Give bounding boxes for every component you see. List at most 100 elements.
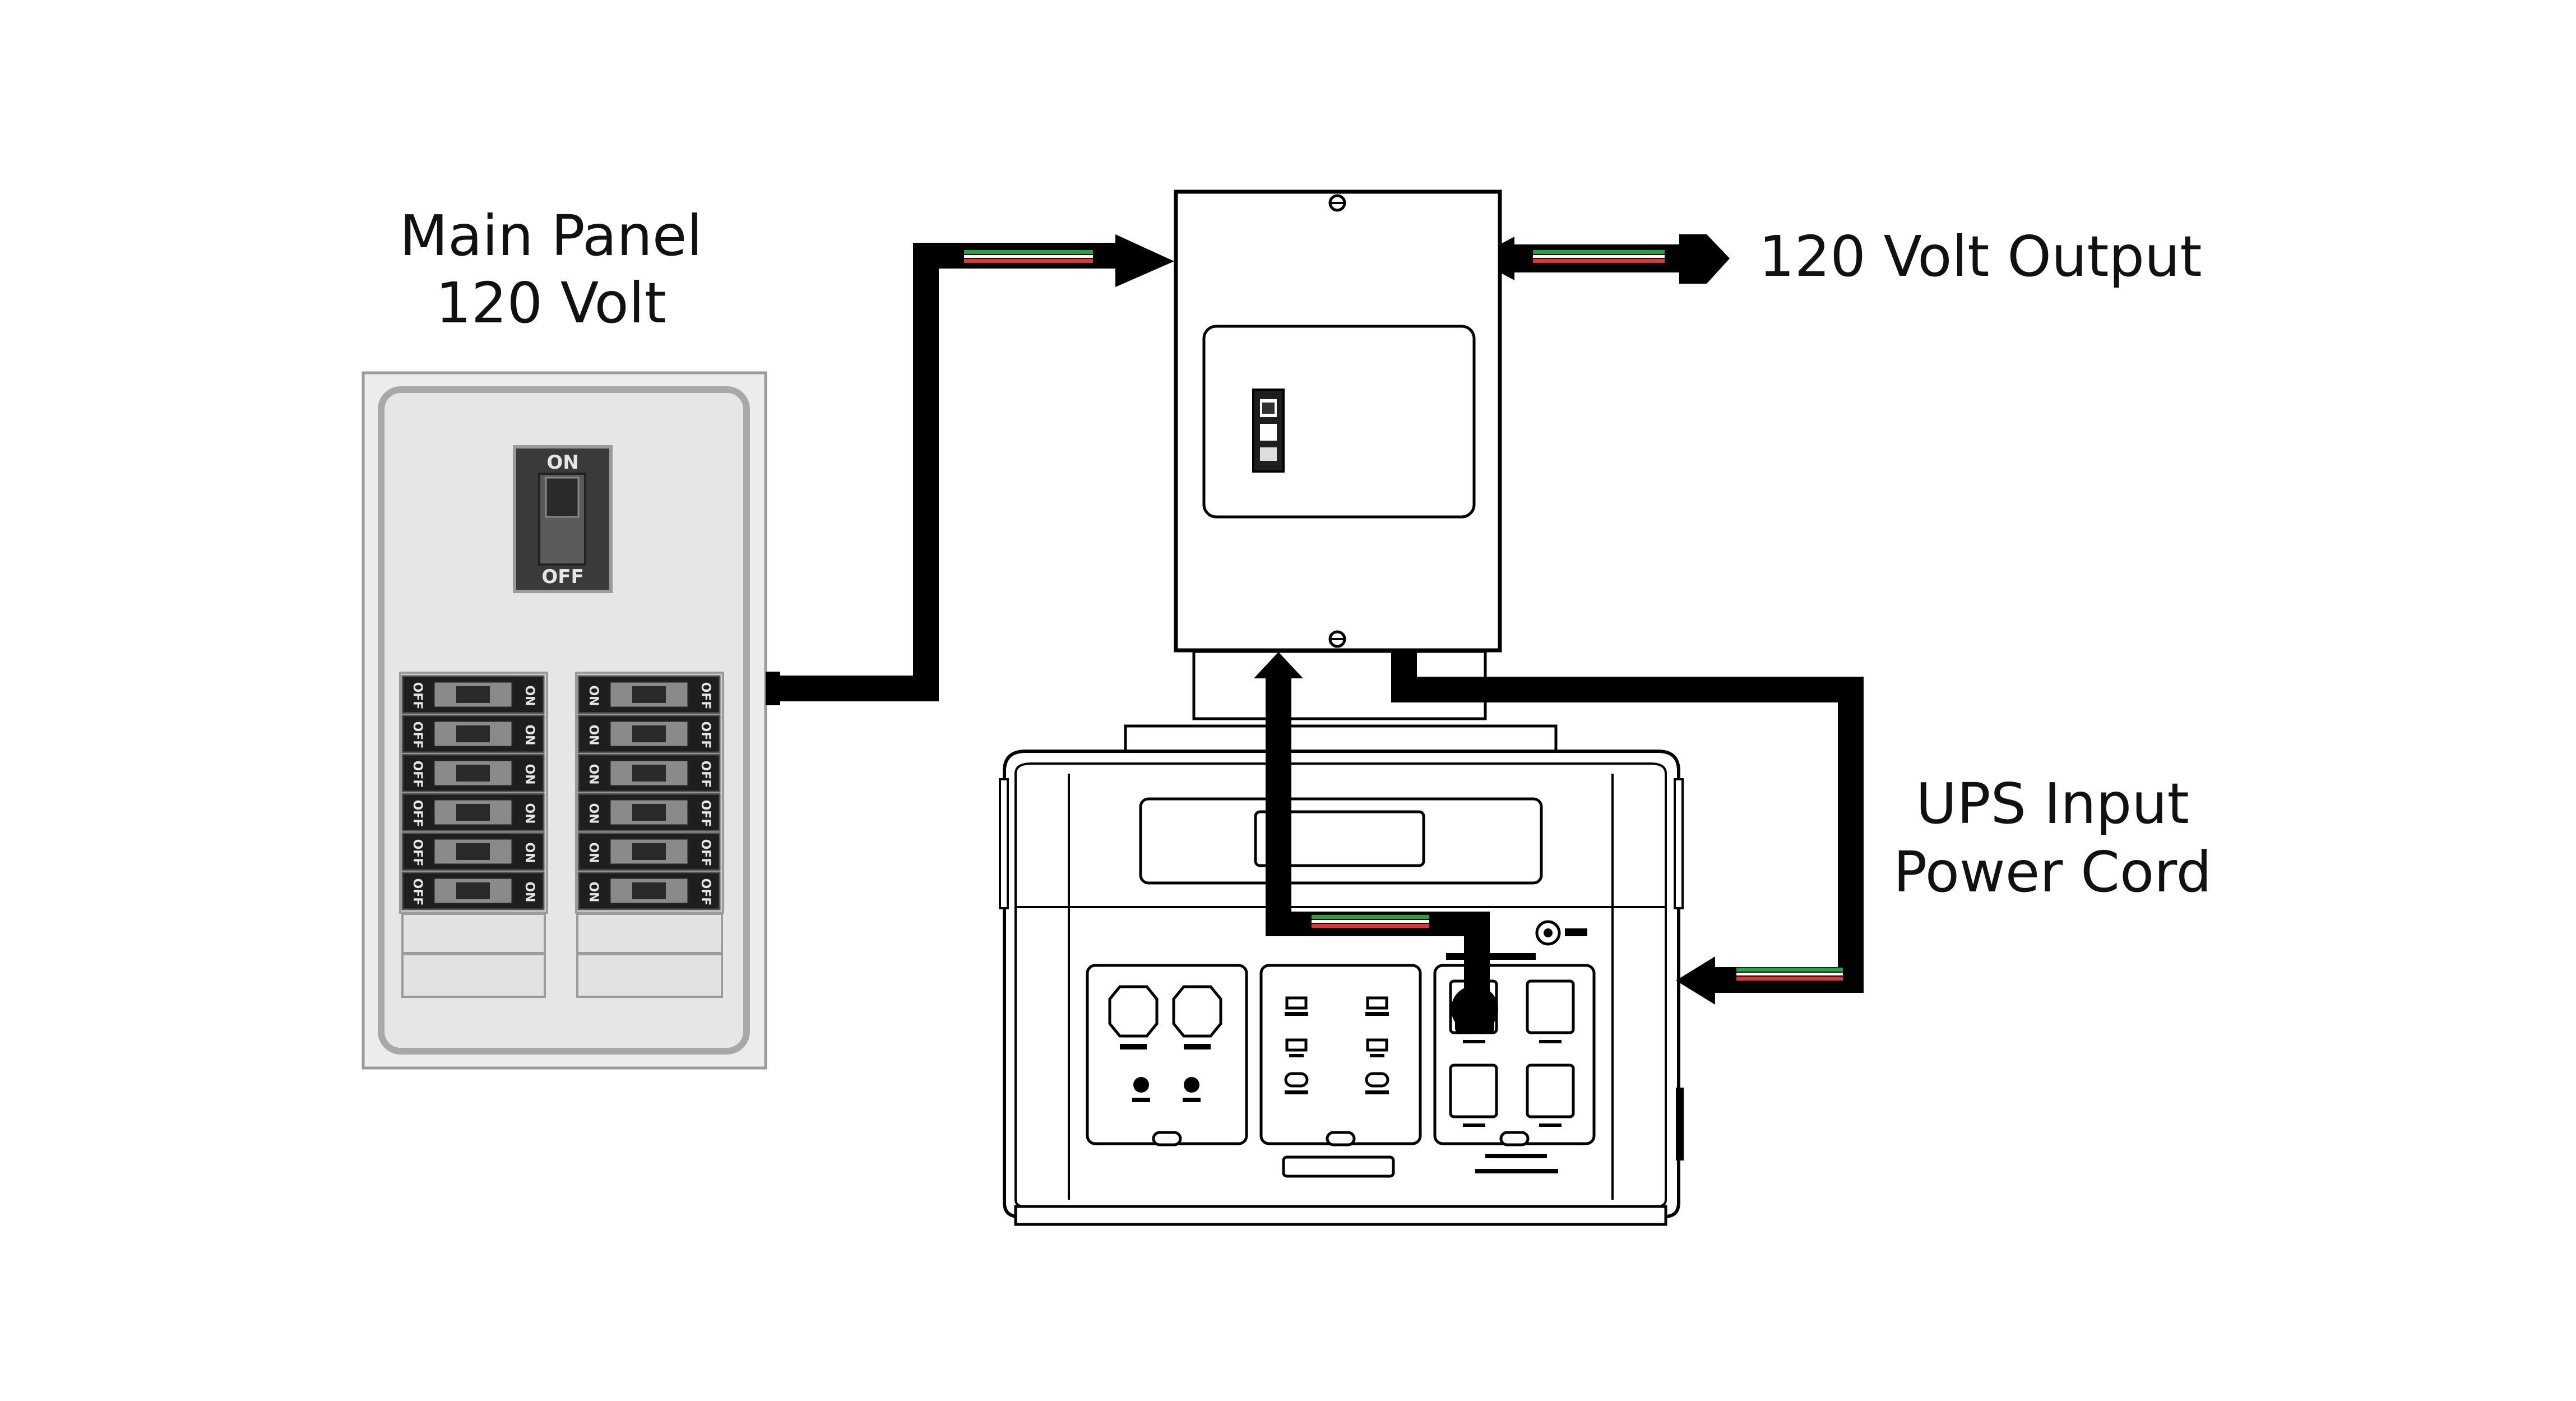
ups-input-label: UPS Input [1916, 771, 2189, 836]
breaker-label-left: OFF [410, 761, 424, 788]
ups-output-cable-vertical [1266, 676, 1291, 927]
breaker-face [433, 759, 513, 787]
ac-outlet-2[interactable] [1172, 985, 1222, 1038]
breaker-label-right: OFF [698, 722, 712, 749]
breaker-blank-left-2 [401, 953, 546, 998]
usb-c-port-1[interactable] [1284, 1072, 1309, 1088]
breaker-label-left: ON [586, 685, 600, 706]
breaker-handle[interactable] [632, 686, 666, 703]
breaker-handle[interactable] [632, 765, 666, 782]
ups-output-arrowhead [1254, 652, 1303, 678]
usb-a-port-2[interactable] [1366, 996, 1388, 1010]
breaker-label-right: ON [522, 803, 536, 824]
breaker-right-6[interactable]: ON OFF [577, 871, 721, 910]
breaker-left-1[interactable]: OFF ON [401, 675, 545, 714]
master-on-label: ON [546, 451, 578, 474]
breaker-label-right: ON [522, 881, 536, 902]
transfer-switch-box [1174, 189, 1502, 653]
breaker-left-4[interactable]: OFF ON [401, 793, 545, 832]
breaker-label-left: ON [586, 881, 600, 902]
breaker-label-right: ON [522, 724, 536, 745]
us-outlet-4[interactable] [1526, 1064, 1575, 1118]
breaker-label-left: OFF [410, 682, 424, 710]
breaker-right-4[interactable]: ON OFF [577, 793, 721, 832]
breaker-label-left: ON [586, 724, 600, 745]
output-cable [1500, 244, 1708, 272]
dc-port-1[interactable] [1133, 1077, 1149, 1093]
breaker-handle[interactable] [632, 843, 666, 860]
breaker-label-left: ON [586, 764, 600, 784]
output-cable-wire-white [1533, 255, 1665, 258]
us-outlet-2[interactable] [1526, 979, 1575, 1034]
breaker-label-right: ON [522, 685, 536, 706]
usb-a-port-4[interactable] [1366, 1038, 1388, 1052]
breaker-label-left: ON [586, 842, 600, 863]
breaker-left-3[interactable]: OFF ON [401, 753, 545, 793]
cable-output [1500, 234, 1730, 284]
breaker-handle[interactable] [632, 882, 666, 899]
breaker-left-2[interactable]: OFF ON [401, 714, 545, 753]
ac-outlet-1[interactable] [1108, 985, 1159, 1038]
output-cable-wire-green [1533, 250, 1665, 254]
breaker-label-right: OFF [698, 682, 712, 710]
breaker-right-5[interactable]: ON OFF [577, 832, 721, 871]
cable-ups-input [1391, 650, 1864, 1005]
breaker-blank-left-1 [401, 913, 546, 954]
breaker-right-2[interactable]: ON OFF [577, 714, 721, 753]
breaker-handle[interactable] [456, 686, 490, 703]
main-panel-voltage: 120 Volt [435, 270, 666, 336]
breaker-label-right: OFF [698, 878, 712, 906]
cable-switch-to-ups-outlet [1254, 652, 1498, 1034]
ups-input-arrowhead [1676, 956, 1715, 1005]
usb-c-port-2[interactable] [1365, 1072, 1389, 1088]
panel-cable-arrowhead [1115, 234, 1174, 287]
transfer-box-door[interactable] [1202, 325, 1476, 519]
panel-cable-wire-white [964, 255, 1093, 258]
main-panel-title: Main Panel [400, 203, 702, 269]
breaker-label-right: ON [522, 842, 536, 863]
breaker-right-1[interactable]: ON OFF [577, 675, 721, 714]
breaker-handle[interactable] [456, 843, 490, 860]
us-panel-switch[interactable] [1499, 1131, 1530, 1146]
breaker-label-left: ON [586, 803, 600, 824]
breaker-face [609, 759, 689, 787]
ac-panel-switch[interactable] [1152, 1131, 1182, 1146]
usb-port-panel [1259, 964, 1422, 1145]
breaker-handle[interactable] [456, 765, 490, 782]
breaker-label-left: OFF [410, 839, 424, 867]
breaker-handle[interactable] [456, 882, 490, 899]
master-breaker-handle[interactable] [545, 477, 580, 518]
usb-a-port-1[interactable] [1285, 996, 1308, 1010]
cable-panel-to-switch [766, 234, 1174, 705]
breaker-label-right: OFF [698, 800, 712, 827]
breaker-label-right: OFF [698, 839, 712, 867]
ups-power-station [999, 650, 1684, 1226]
ac-outlet-panel [1086, 964, 1248, 1145]
power-cord-label: Power Cord [1893, 839, 2212, 905]
breaker-handle[interactable] [632, 804, 666, 821]
panel-cable [766, 243, 1115, 701]
us-outlet-3[interactable] [1449, 1064, 1498, 1118]
dc-port-2[interactable] [1184, 1077, 1199, 1093]
panel-cable-wire-green [964, 250, 1093, 254]
output-label: 120 Volt Output [1759, 224, 2202, 289]
breaker-label-right: ON [522, 764, 536, 784]
usb-panel-switch[interactable] [1326, 1131, 1356, 1146]
breaker-label-left: OFF [410, 800, 424, 827]
breaker-label-left: OFF [410, 722, 424, 749]
main-panel: ON OFF OFF ON OFF ON OFF ON OFF ON OFF ON OFF ON ON… [362, 371, 767, 1070]
breaker-handle[interactable] [632, 725, 666, 742]
ups-handle [1124, 724, 1558, 755]
ups-display-screen [1254, 810, 1425, 867]
breaker-handle[interactable] [456, 725, 490, 742]
breaker-handle[interactable] [456, 804, 490, 821]
output-arrowhead [1679, 234, 1730, 284]
breaker-left-5[interactable]: OFF ON [401, 832, 545, 871]
usb-a-port-3[interactable] [1285, 1038, 1308, 1052]
output-cable-wire-red [1533, 259, 1665, 263]
